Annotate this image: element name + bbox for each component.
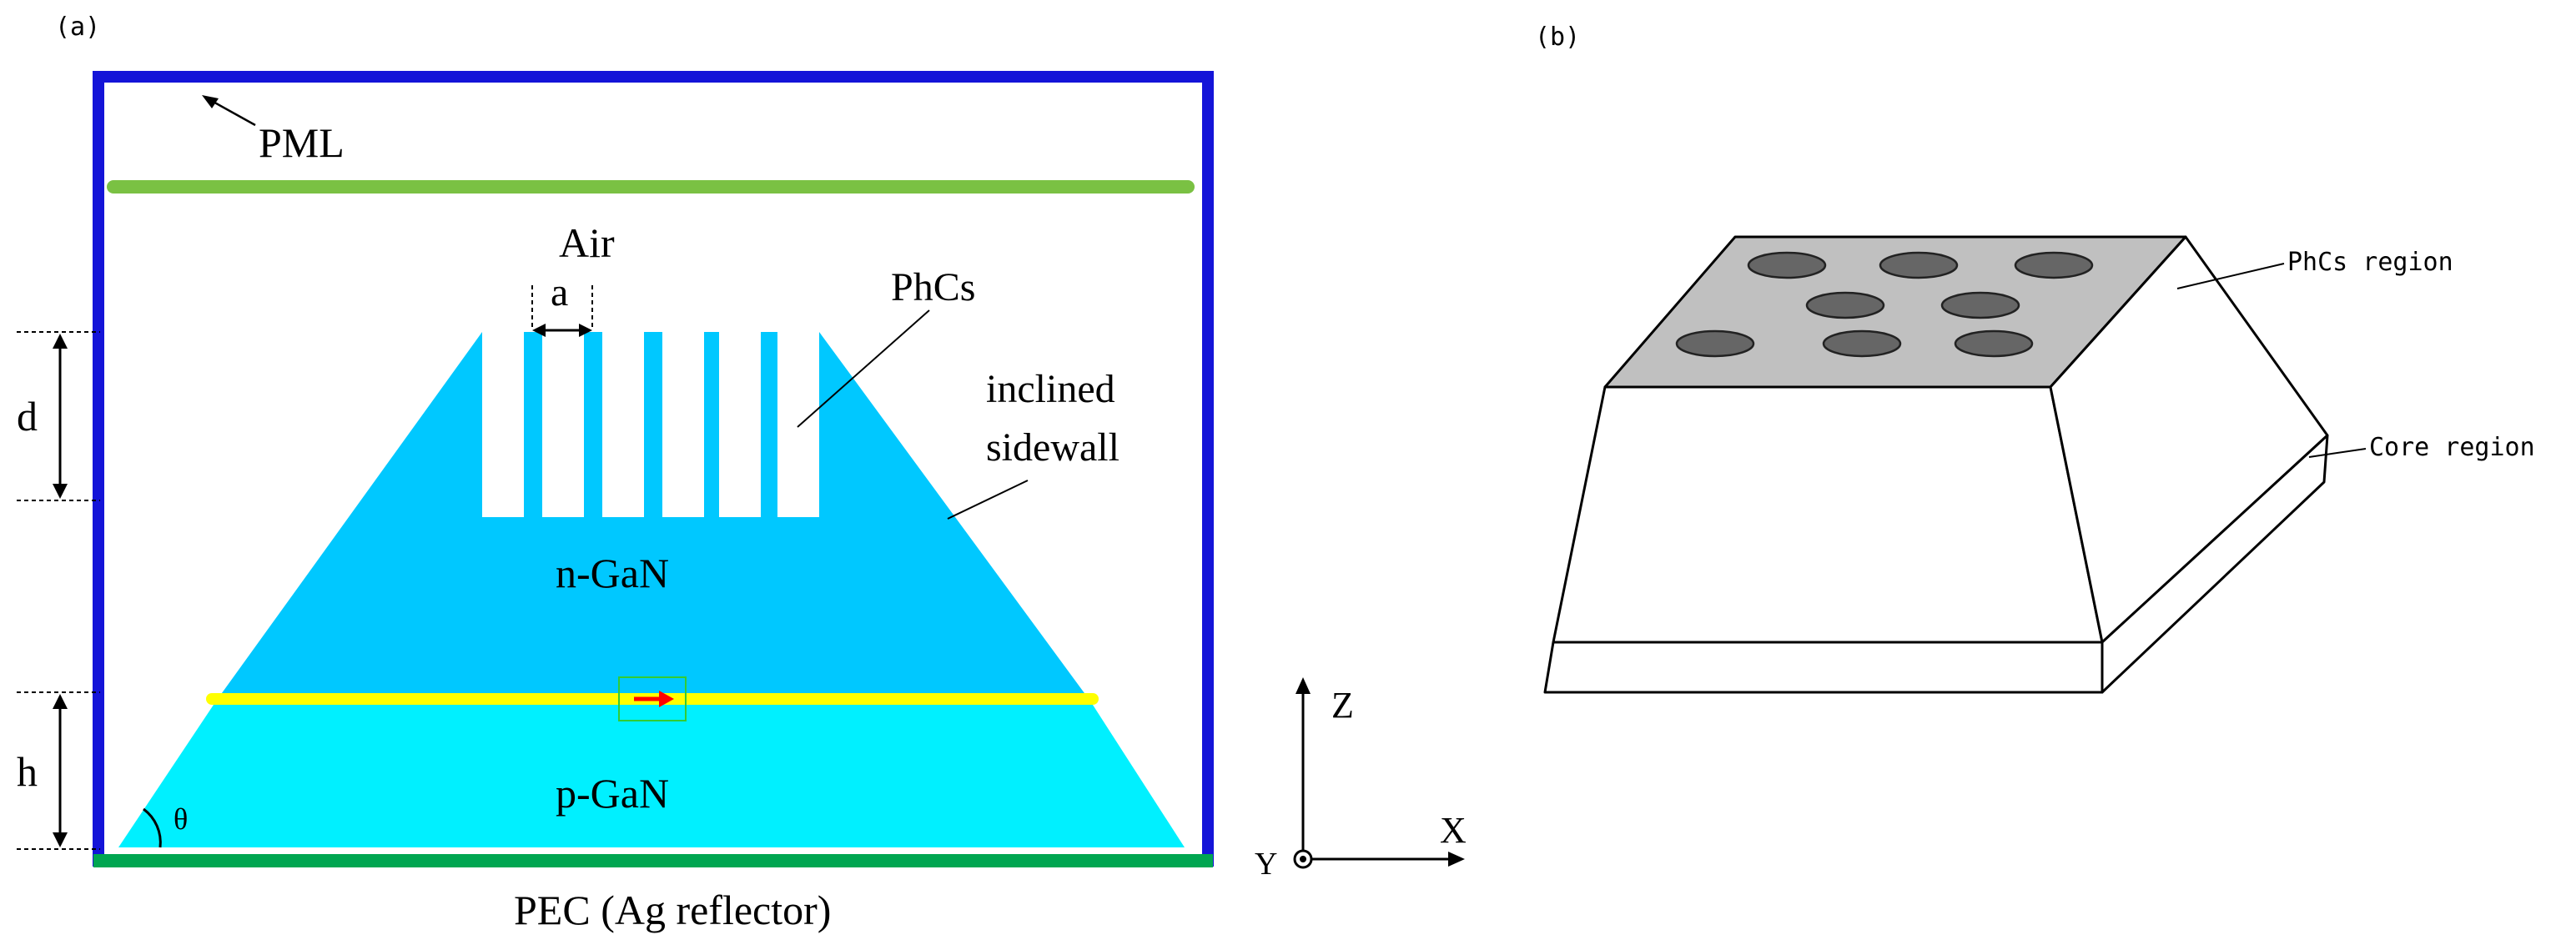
phc-hole-3d: [1879, 251, 1959, 279]
a-label: a: [551, 270, 568, 314]
phc-hole: [777, 332, 819, 517]
z-axis-label: Z: [1331, 685, 1354, 726]
phc-hole: [719, 332, 761, 517]
n-gan-label: n-GaN: [556, 550, 669, 596]
panel-a-label: (a): [55, 13, 100, 42]
phc-hole: [662, 332, 704, 517]
phc-holes: [482, 332, 819, 517]
pml-pointer-line: [209, 98, 256, 127]
y-axis-out-of-page-dot: [1300, 856, 1306, 862]
h-arrow-top: [53, 694, 68, 709]
phcs-region-pointer: [2176, 263, 2285, 289]
bottom-slab-right: [2101, 434, 2329, 694]
sidewall-label-line1: inclined: [986, 367, 1115, 411]
p-gan-region: [118, 702, 1185, 847]
sidewall-pointer-line: [947, 480, 1029, 520]
phc-hole-3d: [2014, 251, 2094, 279]
x-axis-label: X: [1440, 810, 1467, 851]
phc-hole-3d: [1954, 329, 2034, 358]
phc-hole: [542, 332, 584, 517]
panel-b: (b) PhCs region Core region: [1535, 23, 2535, 694]
phcs-region-label: PhCs region: [2287, 248, 2453, 277]
phc-hole: [482, 332, 524, 517]
d-dimension: [17, 331, 100, 501]
d-arrow-top: [53, 334, 68, 349]
theta-arc: [143, 807, 162, 848]
theta-label: θ: [174, 802, 188, 836]
dipole-arrow-head: [659, 691, 674, 707]
pec-label: PEC (Ag reflector): [514, 887, 831, 933]
phc-hole-array: [1675, 251, 2094, 358]
phc-hole-3d: [1675, 329, 1755, 358]
panel-a: (a) PML Air: [17, 13, 1214, 933]
z-axis-arrow: [1296, 677, 1311, 694]
phc-hole-3d: [1747, 251, 1827, 279]
h-label: h: [17, 748, 38, 795]
phcs-pointer-line: [797, 309, 930, 428]
pml-label: PML: [259, 119, 345, 166]
phc-hole-3d: [1805, 291, 1885, 319]
h-dimension: [17, 691, 100, 850]
core-front-face: [1552, 385, 2104, 644]
sidewall-label-line2: sidewall: [986, 425, 1119, 470]
phc-hole-3d: [1822, 329, 1902, 358]
a-arrow-right: [579, 324, 592, 337]
x-axis-arrow: [1448, 852, 1465, 867]
core-region-label: Core region: [2369, 433, 2535, 462]
lattice-constant-marker: [531, 285, 593, 332]
h-arrow-bottom: [53, 832, 68, 847]
source-monitor-box: [618, 676, 687, 721]
p-gan-label: p-GaN: [556, 770, 669, 817]
core-region-pointer: [2308, 448, 2367, 458]
air-label: Air: [559, 219, 615, 266]
a-arrow-left: [532, 324, 546, 337]
n-gan-region: [215, 332, 1091, 702]
bottom-slab-front: [1543, 641, 2104, 694]
phc-hole: [602, 332, 644, 517]
phcs-label: PhCs: [891, 265, 975, 309]
d-label: d: [17, 393, 38, 440]
y-axis-label: Y: [1255, 847, 1277, 882]
pml-pointer-head: [202, 95, 219, 108]
panel-b-label: (b): [1535, 23, 1580, 52]
phc-hole-3d: [1940, 291, 2020, 319]
coordinate-axes: Z X Y: [1255, 677, 1467, 882]
d-arrow-bottom: [53, 484, 68, 499]
